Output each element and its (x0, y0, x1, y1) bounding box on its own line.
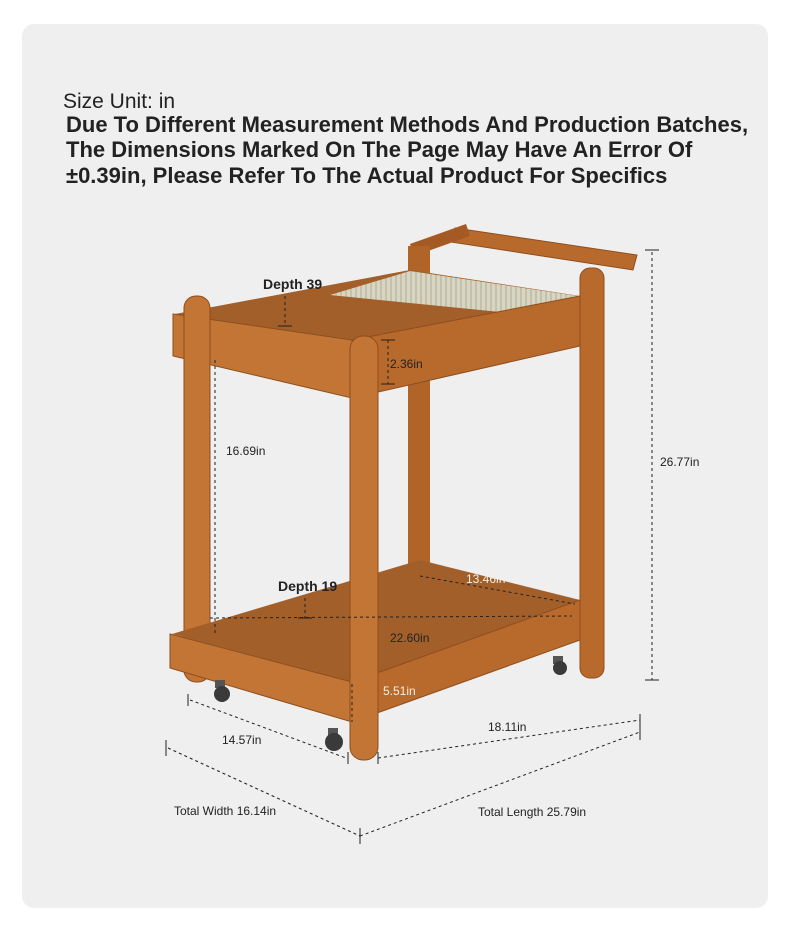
total-width-label: Total Width 16.14in (174, 804, 276, 818)
size-unit-label: Size Unit: in (63, 90, 176, 113)
product-card (22, 24, 768, 908)
bottom-tray-height-label: 5.51in (383, 684, 416, 698)
front-left-post (183, 295, 211, 683)
top-tray (172, 270, 581, 399)
total-height-label: 26.77in (660, 455, 699, 469)
tray-height-label: 2.36in (390, 357, 423, 371)
measurement-note-line-1: Due To Different Measurement Methods And… (66, 112, 749, 137)
front-right-post (349, 335, 379, 761)
glass-panel (330, 271, 578, 313)
bottom-diagonal-label: 22.60in (390, 631, 429, 645)
dim-line-length-inner (377, 719, 641, 759)
dimension-ticks (165, 249, 659, 844)
depth-top-label: Depth 39 (263, 276, 322, 292)
dim-line-bottom-width (419, 575, 576, 605)
dim-line-total-width (167, 747, 361, 837)
bottom-width-label: 13.46in (466, 572, 505, 586)
handle-bar (410, 224, 638, 271)
width-inner-label: 14.57in (222, 733, 261, 747)
measurement-note-line-3: ±0.39in, Please Refer To The Actual Prod… (66, 163, 668, 188)
caster-wheel-front-left (214, 680, 230, 702)
depth-bottom-label: Depth 19 (278, 578, 337, 594)
caster-wheel-front-right (325, 728, 343, 751)
total-length-label: Total Length 25.79in (478, 805, 586, 819)
measurement-note-line-2: The Dimensions Marked On The Page May Ha… (66, 137, 693, 162)
caster-wheel-back-right (553, 656, 567, 675)
dim-line-width-inner (189, 699, 347, 759)
back-right-post (579, 267, 605, 679)
dim-line-total-length (359, 731, 641, 837)
dim-line-bottom-diagonal (209, 615, 573, 619)
length-inner-label: 18.11in (488, 720, 526, 734)
shelf-gap-label: 16.69in (226, 444, 265, 458)
dimension-lines (167, 252, 653, 837)
